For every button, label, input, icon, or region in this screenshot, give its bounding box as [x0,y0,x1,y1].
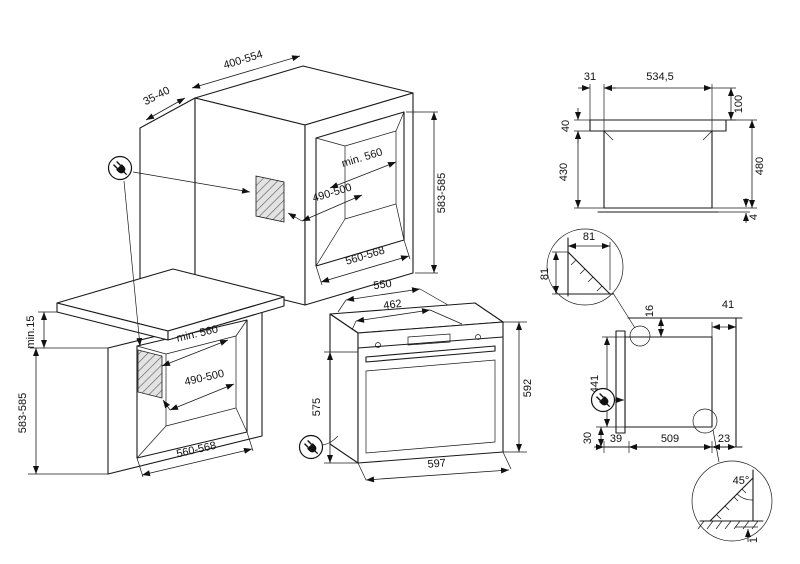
dim-label-body-width: 534,5 [646,71,674,83]
figure-top-view: 31 534,5 100 40 430 480 4 [558,71,766,223]
oven-dimensions: 550 462 575 592 597 [311,278,534,483]
plug-leader-to-base-cabinet [123,180,143,347]
figure-plinth-detail: 45° 1 [691,460,773,543]
dim-label-bottom-gap: 30 [582,432,594,444]
detail-marker-bottom [692,408,718,434]
dim-label-duct: 100 [733,95,745,113]
dim-label-front-offset: 31 [584,71,596,83]
dim-label-height: 441 [589,375,601,393]
oven-knob [475,334,481,340]
chamfer-line [567,251,611,295]
cabinet-left-front-face [194,97,306,306]
dim-label-niche-height: 583-585 [436,173,448,213]
figure-tall-cabinet: 400-554 35-40 min. 560 490-500 583-585 5… [139,48,448,309]
dim-label-offset: 1 [748,537,760,543]
dim-label-rear-top-gap: 41 [722,299,734,311]
countertop-right-edge [167,296,285,341]
figure-base-cabinet: min.15 583-585 min. 560 490-500 560-568 [17,268,285,478]
figure-corner-detail: 81 81 [539,228,636,329]
oven-fascia-top-view [589,119,727,132]
chamfer-line [709,477,754,522]
dim-label-niche-height: 583-585 [17,393,29,433]
dim-label-front-gap: 39 [610,433,622,445]
top-view-dimensions: 31 534,5 100 40 430 480 4 [558,71,766,223]
dim-label-body-depth: 480 [754,157,766,175]
dim-label-top-gap: min.15 [25,315,37,348]
dim-label-chamfer-width: 81 [583,231,595,243]
corner-detail-dimensions: 81 81 [539,231,611,295]
dim-label-top-gap: 16 [644,305,656,317]
side-view-dimensions: 16 41 441 30 39 509 23 [582,299,736,453]
oven-knob [375,342,381,348]
mains-connection-zone [255,175,285,223]
oven-display [407,333,451,346]
angle-arc [736,493,754,501]
plug-leader-to-tall-cabinet [132,171,251,194]
oven-door-side-view [615,330,626,434]
detail-bubble [691,460,773,542]
mains-connection-zone [137,349,163,399]
oven-handle [365,345,496,363]
oven-left-face [329,313,359,464]
oven-body-top-view [603,130,713,209]
dim-label-inner-width: 462 [383,298,403,312]
detail-leader [612,292,636,329]
dim-label-body-depth: 509 [661,433,679,445]
dim-label-rear-gap: 23 [718,433,730,445]
dim-label-body-front-depth: 430 [558,163,570,181]
power-plug-icon [107,155,133,181]
dim-label-height: 592 [522,379,534,397]
dim-label-angle: 45° [733,475,750,487]
dim-label-width: 597 [427,457,446,471]
dim-label-side-clearance: 35-40 [141,85,172,108]
oven-door [365,359,496,454]
control-panel-edge [357,336,504,349]
detail-marker-top [629,325,651,347]
power-plug-icon [298,434,324,460]
figure-oven: 550 462 575 592 597 [298,278,534,483]
detail-bubble [546,228,624,306]
dim-label-door-height: 575 [311,398,323,416]
dim-label-depth: 550 [373,278,393,292]
oven-body-side-view [624,336,713,428]
dim-label-rear-gap: 4 [748,214,760,220]
dim-label-chamfer-height: 81 [539,268,551,280]
dim-label-frame: 40 [560,120,572,132]
power-plug-icon [590,387,616,413]
figure-side-view: 16 41 441 30 39 509 23 [582,299,743,463]
